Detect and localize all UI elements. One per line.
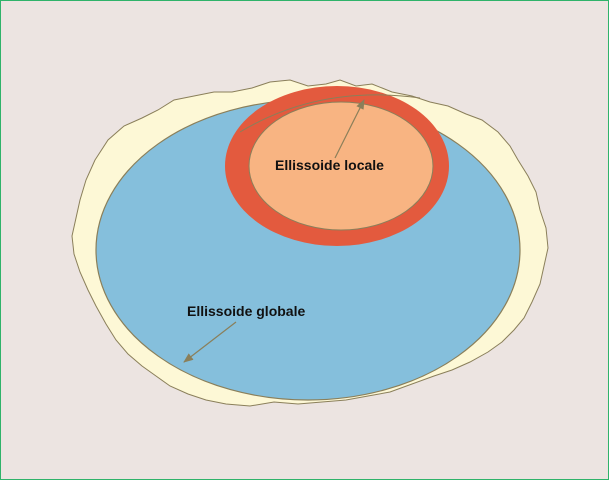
local-ellipsoid-label: Ellissoide locale [275,157,384,173]
global-ellipsoid-label: Ellissoide globale [187,303,305,319]
